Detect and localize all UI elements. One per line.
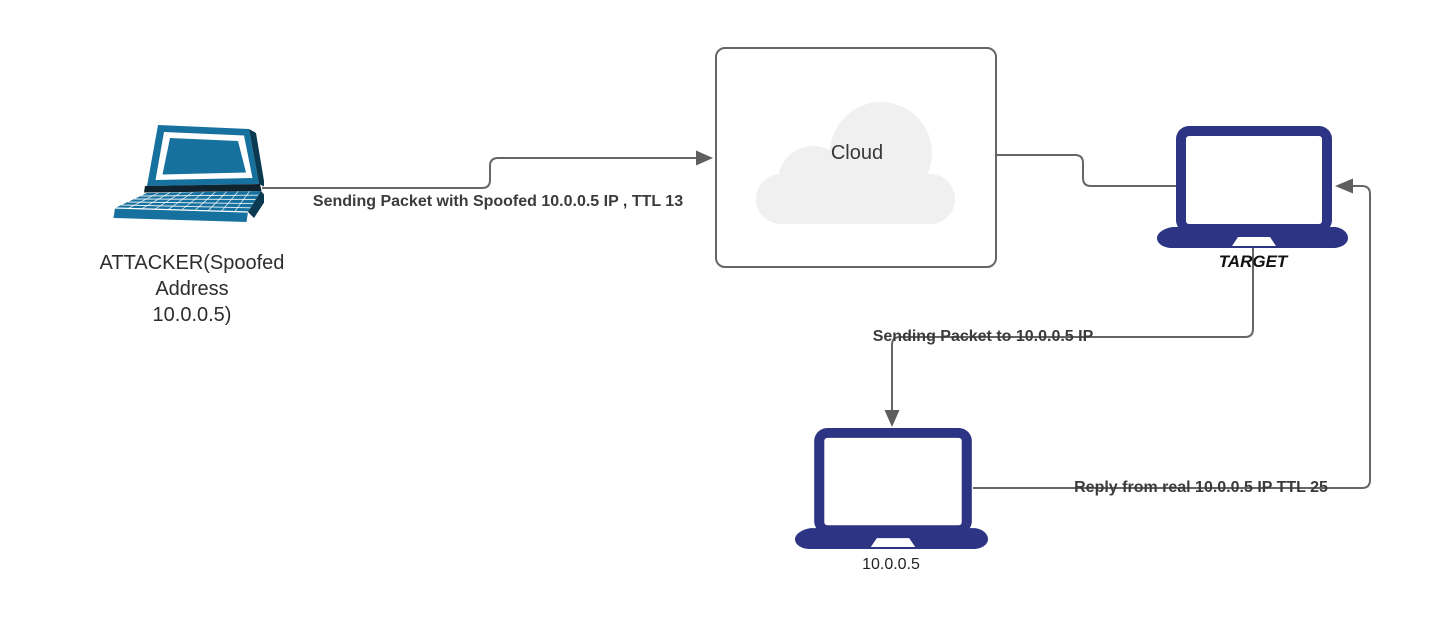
attacker-node xyxy=(112,124,264,226)
edge-cloud-to-target xyxy=(997,154,1176,187)
target-node xyxy=(1157,126,1348,248)
cloud-icon xyxy=(756,102,955,224)
edge-attacker-to-cloud xyxy=(262,157,696,189)
attacker-label-line-3: 10.0.0.5) xyxy=(152,304,232,326)
target-label: TARGET xyxy=(1218,252,1288,271)
attacker-label: ATTACKER(Spoofed Address 10.0.0.5) xyxy=(86,250,298,328)
edge-target-to-real xyxy=(891,248,1254,410)
edge-real-to-target xyxy=(973,185,1371,489)
real-host-laptop-icon xyxy=(795,428,988,549)
edge-label-spoofed-packet: Sending Packet with Spoofed 10.0.0.5 IP … xyxy=(312,193,684,210)
edge-label-reply: Reply from real 10.0.0.5 IP TTL 25 xyxy=(1074,479,1328,496)
cloud-node xyxy=(715,47,997,268)
real-host-label: 10.0.0.5 xyxy=(862,556,920,573)
arrowhead-into-target-icon xyxy=(1335,178,1353,194)
real-host-node xyxy=(795,428,988,549)
arrowhead-into-real-host-icon xyxy=(884,410,900,427)
edge-label-sending-to-real: Sending Packet to 10.0.0.5 IP xyxy=(872,328,1094,345)
cloud-label: Cloud xyxy=(830,142,884,164)
attacker-label-line-1: ATTACKER(Spoofed xyxy=(99,252,285,274)
target-laptop-icon xyxy=(1157,126,1348,248)
attacker-laptop-icon xyxy=(113,125,264,222)
arrowhead-into-cloud-icon xyxy=(696,150,713,166)
attacker-label-line-2: Address xyxy=(155,278,229,300)
